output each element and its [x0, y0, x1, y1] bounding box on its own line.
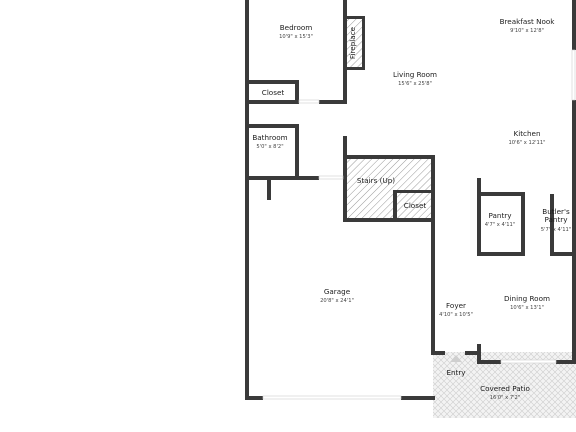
room-dims-foyer: 4'10" x 10'5" — [439, 312, 473, 318]
room-name-covered-patio: Covered Patio — [480, 384, 530, 393]
room-dims-kitchen: 10'6" x 12'11" — [508, 140, 545, 146]
room-dims-dining-room: 10'6" x 13'1" — [510, 305, 544, 311]
room-dims-pantry: 4'7" x 4'11" — [485, 222, 516, 228]
room-name-closet-2: Closet — [404, 201, 427, 210]
room-dims-bedroom: 10'9" x 15'3" — [279, 34, 313, 40]
room-dims-garage: 20'8" x 24'1" — [320, 298, 354, 304]
room-dims-butlers-pantry: 5'7" x 4'11" — [541, 227, 572, 233]
room-name-garage: Garage — [324, 287, 351, 296]
room-name-pantry: Pantry — [489, 211, 513, 220]
entry-arrow-icon — [450, 355, 462, 362]
entry-landing — [433, 352, 479, 418]
fireplace-label: Fireplace — [348, 26, 357, 59]
room-dims-bathroom: 5'0" x 8'2" — [256, 144, 283, 150]
room-name-closet-1: Closet — [262, 88, 285, 97]
room-name-bathroom: Bathroom — [252, 133, 287, 142]
stairs-area — [347, 158, 433, 220]
room-dims-breakfast-nook: 9'10" x 12'8" — [510, 28, 544, 34]
room-name-kitchen: Kitchen — [513, 129, 540, 138]
room-name-breakfast-nook: Breakfast Nook — [500, 17, 556, 26]
room-name-foyer: Foyer — [446, 301, 466, 310]
room-name-dining-room: Dining Room — [504, 294, 550, 303]
openings — [262, 49, 576, 400]
room-name-stairs: Stairs (Up) — [357, 176, 395, 185]
fireplace-hearth — [347, 18, 363, 68]
room-dims-living-room: 15'6" x 25'8" — [398, 81, 432, 87]
room-labels: Bedroom 10'9" x 15'3" Fireplace Living R… — [252, 17, 571, 401]
walls — [245, 0, 576, 400]
room-dims-covered-patio: 16'0" x 7'2" — [490, 395, 521, 401]
room-name-entry: Entry — [446, 368, 466, 377]
room-name-living-room: Living Room — [393, 70, 437, 79]
room-name-bedroom: Bedroom — [280, 23, 313, 32]
